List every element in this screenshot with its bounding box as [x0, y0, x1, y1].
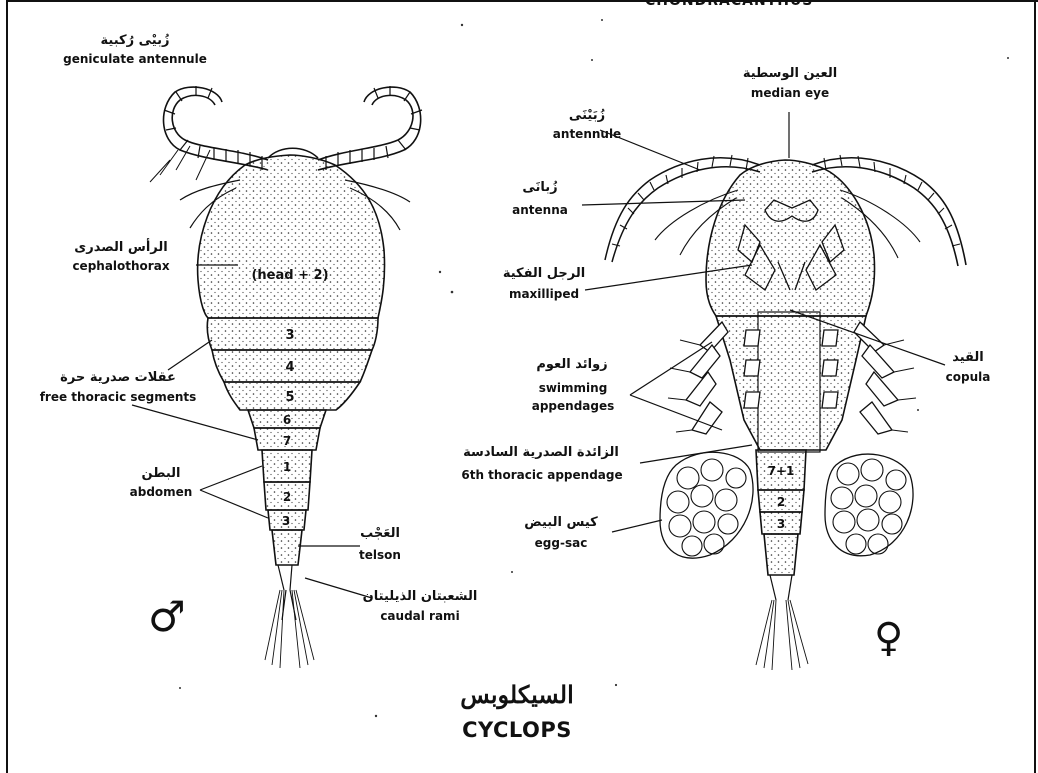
male-abdomen-segment-2: 2	[283, 490, 291, 504]
copula-label-en: copula	[946, 370, 991, 384]
telson-label-ar: العَجْب	[360, 526, 400, 541]
antenna-label-en: antenna	[512, 203, 568, 217]
telson-label-en: telson	[359, 548, 401, 562]
sixth-thoracic-appendage-label-en: 6th thoracic appendage	[461, 468, 622, 482]
title-arabic: السيكلوبس	[460, 680, 574, 709]
male-right-antennule	[318, 86, 422, 170]
abdomen-label-ar: البطن	[141, 466, 180, 481]
female-cyclops	[605, 155, 966, 670]
title-english: CYCLOPS	[462, 718, 572, 742]
maxilliped-label-ar: الرجل الفكية	[503, 266, 585, 281]
copula-label-ar: القيد	[952, 350, 984, 365]
swimming-appendages-label-en-1: swimming	[539, 381, 608, 395]
male-segment-4: 4	[285, 360, 294, 375]
female-cephalothorax	[706, 160, 875, 316]
caudal-rami-label-en: caudal rami	[380, 609, 459, 623]
caudal-rami-label-ar: الشعبتان الذيليتان	[363, 589, 478, 604]
male-abdomen-segment-3: 3	[282, 514, 290, 528]
male-cephalothorax	[198, 155, 385, 318]
male-symbol: ♂	[148, 596, 186, 638]
male-abdomen-segment-1: 1	[283, 460, 291, 474]
antennule-label-ar: زُبَيْنَى	[569, 108, 605, 123]
free-thoracic-label-ar: عقلات صدرية حرة	[60, 370, 176, 385]
male-segment-6: 6	[283, 413, 291, 427]
header-fragment: CHONDRACANTHUS	[645, 0, 813, 9]
male-segment-5: 5	[285, 390, 294, 405]
cephalothorax-label-ar: الرأس الصدرى	[74, 240, 167, 255]
male-body-label: (head + 2)	[251, 268, 328, 283]
male-segment-7: 7	[283, 434, 291, 448]
egg-sac-label-ar: كيس البيض	[524, 515, 597, 530]
cephalothorax-label-en: cephalothorax	[72, 259, 169, 273]
abdomen-label-en: abdomen	[130, 485, 193, 499]
egg-sac-label-en: egg-sac	[535, 536, 588, 550]
swimming-appendages-label-ar: زوائد العوم	[536, 357, 607, 372]
swimming-appendages-label-en-2: appendages	[532, 399, 615, 413]
geniculate-antennule-label-ar: زُبيْى رُكبية	[101, 33, 170, 48]
antenna-label-ar: زُبانَى	[522, 180, 557, 195]
male-segment-3: 3	[285, 328, 294, 343]
median-eye-label-ar: العين الوسطية	[743, 66, 837, 81]
female-segment-3: 3	[777, 517, 785, 531]
median-eye-label-en: median eye	[751, 86, 829, 100]
female-segment-7-plus-1: 7+1	[768, 464, 795, 478]
free-thoracic-label-en: free thoracic segments	[40, 390, 197, 404]
geniculate-antennule-label-en: geniculate antennule	[63, 52, 207, 66]
female-symbol: ♀	[874, 618, 903, 658]
maxilliped-label-en: maxilliped	[509, 287, 579, 301]
sixth-thoracic-appendage-label-ar: الزائدة الصدرية السادسة	[463, 445, 619, 460]
female-segment-2: 2	[777, 495, 785, 509]
male-cyclops	[150, 86, 422, 668]
antennule-label-en: antennule	[553, 127, 621, 141]
